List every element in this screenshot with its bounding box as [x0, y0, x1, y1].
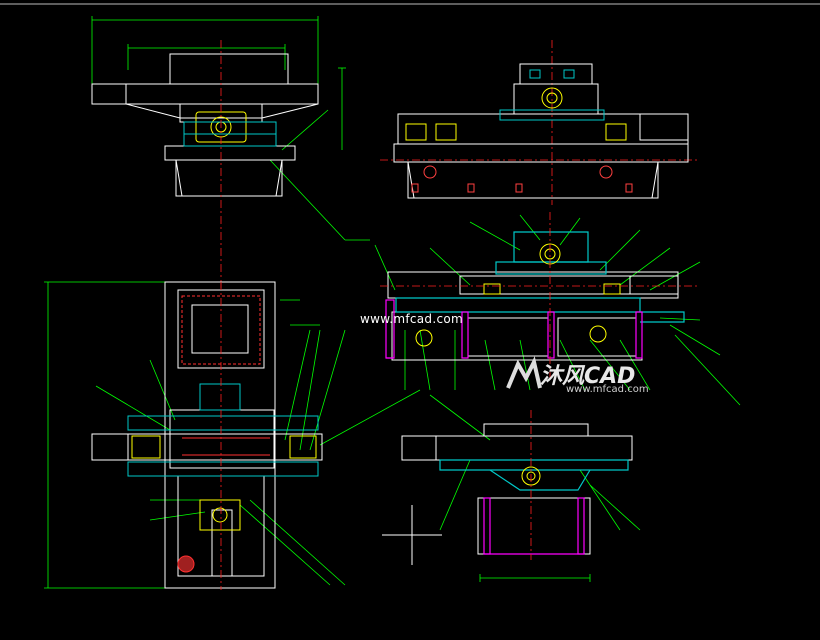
left-main-dimensions: [44, 281, 421, 589]
left-main-view: [44, 281, 421, 590]
bottom-right-leaders: [429, 394, 641, 582]
ucs-crosshair-icon: [382, 505, 442, 565]
top-right-view: [380, 40, 700, 205]
watermark-url: www.mfcad.com: [360, 312, 463, 326]
top-left-view: [91, 16, 370, 290]
right-section-view: [374, 212, 741, 406]
bottom-right-view: [382, 394, 641, 582]
watermark-logo-icon: [506, 356, 542, 389]
top-left-dimensions: [91, 16, 370, 241]
watermark-url-small: www.mfcad.com: [566, 384, 649, 395]
watermark-brand: 沐风CAD: [540, 364, 636, 389]
